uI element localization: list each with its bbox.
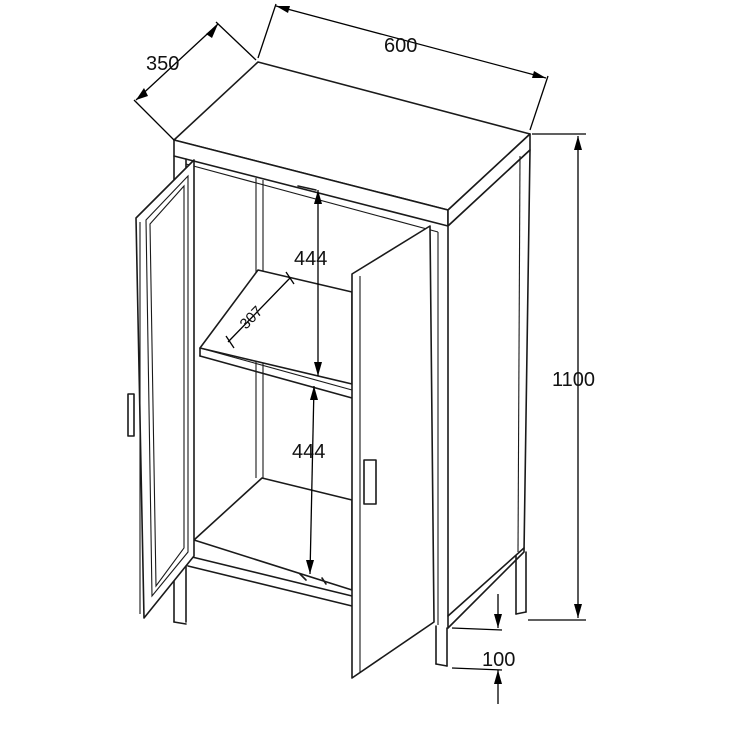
shelf xyxy=(199,269,353,385)
leg-height-label: 100 xyxy=(482,649,515,671)
right-side-panel xyxy=(447,149,531,629)
upper-gap-label: 444 xyxy=(294,248,327,270)
dimension-lines xyxy=(133,3,586,704)
depth-label: 350 xyxy=(146,53,179,75)
width-label: 600 xyxy=(384,35,417,57)
right-door-handle xyxy=(363,459,377,505)
right-door xyxy=(351,225,435,679)
height-label: 1100 xyxy=(552,369,595,391)
left-door-handle xyxy=(127,393,135,437)
left-door xyxy=(135,159,195,619)
cabinet-body xyxy=(127,61,531,679)
lower-gap-label: 444 xyxy=(292,441,325,463)
